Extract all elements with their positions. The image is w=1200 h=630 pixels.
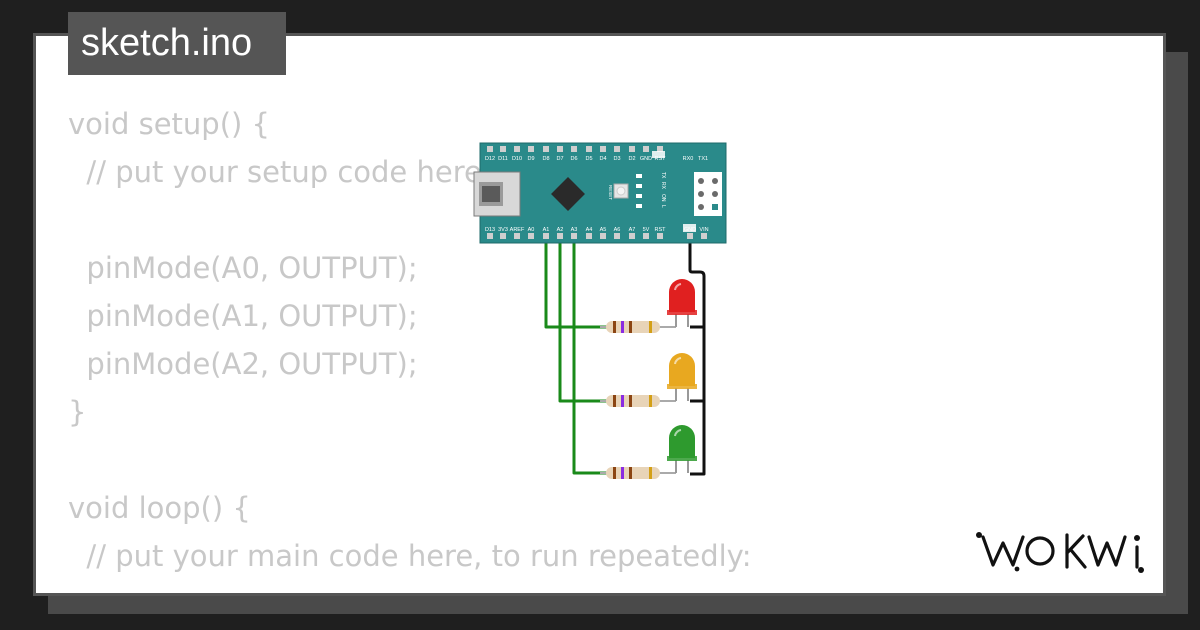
header-pin[interactable]: [614, 233, 620, 239]
header-pin[interactable]: [571, 146, 577, 152]
header-pin[interactable]: [557, 233, 563, 239]
top-pin-header: [487, 146, 665, 158]
code-line: void loop() {: [68, 491, 251, 525]
code-line: // put your setup code here: [68, 155, 482, 189]
header-pin[interactable]: [571, 233, 577, 239]
led-yellow[interactable]: [667, 353, 697, 401]
pin-label: D3: [613, 156, 620, 162]
resistor-1[interactable]: [600, 321, 676, 333]
pin-label: A5: [600, 227, 607, 233]
code-editor[interactable]: void setup() { // put your setup code he…: [68, 100, 752, 580]
pin-label: RST: [655, 156, 667, 162]
code-line: void setup() {: [68, 107, 270, 141]
header-pin[interactable]: [528, 146, 534, 152]
preview-card: [33, 33, 1166, 596]
header-pin[interactable]: [557, 146, 563, 152]
header-pin[interactable]: [500, 146, 506, 152]
header-pin[interactable]: [701, 233, 707, 239]
pin-label: D5: [585, 156, 592, 162]
header-pin[interactable]: [643, 233, 649, 239]
header-pin[interactable]: [629, 233, 635, 239]
code-line: pinMode(A1, OUTPUT);: [68, 299, 418, 333]
pin-label: A4: [586, 227, 593, 233]
led-red[interactable]: [667, 279, 697, 327]
header-pin[interactable]: [600, 233, 606, 239]
header-pin[interactable]: [657, 233, 663, 239]
bottom-pin-header: [487, 224, 707, 239]
pin-label: D11: [498, 156, 508, 162]
header-pin[interactable]: [643, 146, 649, 152]
l-label: L: [660, 205, 666, 208]
resistor-3[interactable]: [600, 467, 676, 479]
header-pin[interactable]: [528, 233, 534, 239]
mcu-chip: [551, 177, 585, 211]
header-pin[interactable]: [487, 233, 493, 239]
code-line: pinMode(A2, OUTPUT);: [68, 347, 418, 381]
pin-label: A0: [528, 227, 535, 233]
header-pin[interactable]: [614, 146, 620, 152]
header-pin[interactable]: [514, 146, 520, 152]
pin-label: RST: [655, 227, 667, 233]
pin-label: D12: [485, 156, 495, 162]
pin-label: AREF: [510, 227, 525, 233]
pin-label: A7: [629, 227, 636, 233]
tx-label: TX: [660, 172, 666, 179]
gnd-pin-highlight: [683, 224, 696, 232]
header-pin[interactable]: [500, 233, 506, 239]
header-pin[interactable]: [687, 233, 693, 239]
wire-a0[interactable]: [544, 238, 610, 329]
header-pin[interactable]: [657, 146, 663, 152]
header-pin[interactable]: [487, 146, 493, 152]
pin-label: GND: [640, 156, 652, 162]
header-pin[interactable]: [586, 233, 592, 239]
pin-label: A1: [543, 227, 550, 233]
header-pin[interactable]: [600, 146, 606, 152]
pin-label: D2: [628, 156, 635, 162]
pin-label: A6: [614, 227, 621, 233]
code-line: }: [68, 395, 87, 429]
file-tab[interactable]: sketch.ino: [68, 12, 286, 75]
reset-label: RESET: [608, 185, 613, 200]
wire-gnd-branch: [690, 325, 704, 403]
code-line: // put your main code here, to run repea…: [68, 539, 752, 573]
led-green[interactable]: [667, 425, 697, 473]
wire-a2[interactable]: [572, 238, 610, 475]
rx-label: RX: [660, 182, 666, 190]
header-pin[interactable]: [543, 233, 549, 239]
code-line: pinMode(A0, OUTPUT);: [68, 251, 418, 285]
pin-label: RX0: [683, 156, 694, 162]
pin-label: D7: [556, 156, 563, 162]
pin-label: D4: [599, 156, 606, 162]
header-pin[interactable]: [586, 146, 592, 152]
header-pin[interactable]: [543, 146, 549, 152]
pin-label: D8: [542, 156, 549, 162]
on-label: ON: [660, 194, 666, 202]
gnd-pin-highlight: [652, 151, 665, 158]
pin-label: D13: [485, 227, 495, 233]
pin-label: 5V: [643, 227, 650, 233]
wire-a1[interactable]: [558, 238, 610, 403]
pin-label: D9: [527, 156, 534, 162]
pin-label: A3: [571, 227, 578, 233]
pin-label: A2: [557, 227, 564, 233]
pin-label: VIN: [699, 227, 708, 233]
pin-label: D6: [570, 156, 577, 162]
header-pin[interactable]: [514, 233, 520, 239]
resistor-2[interactable]: [600, 395, 676, 407]
pin-label: D10: [512, 156, 522, 162]
wire-gnd[interactable]: [688, 238, 706, 476]
wokwi-logo[interactable]: [975, 525, 1150, 577]
header-pin[interactable]: [629, 146, 635, 152]
pin-label: 3V3: [498, 227, 508, 233]
pin-label: TX1: [698, 156, 708, 162]
